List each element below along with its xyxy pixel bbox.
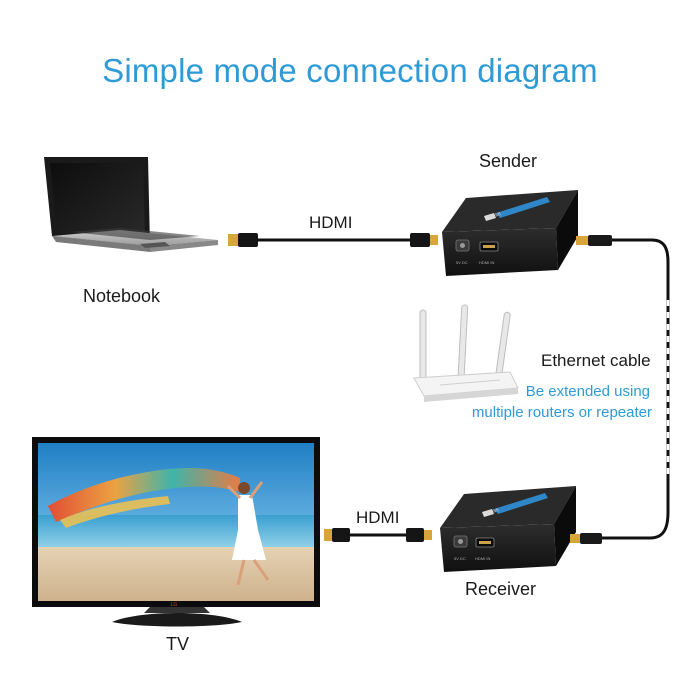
receiver-port-hdmi-label: HDMI IN: [475, 556, 490, 561]
receiver-device: [440, 486, 576, 572]
extension-note-line2: multiple routers or repeater: [471, 404, 652, 421]
ethernet-cable: [570, 235, 670, 544]
hdmi-top-label: HDMI: [309, 213, 353, 232]
hdmi-cable-top: [228, 233, 438, 247]
hdmi-bottom-label: HDMI: [356, 508, 400, 527]
tv-illustration: LG: [32, 437, 320, 627]
receiver-label: Receiver: [465, 579, 537, 599]
diagram-title: Simple mode connection diagram: [102, 52, 598, 89]
sender-label: Sender: [479, 151, 538, 171]
hdmi-cable-bottom: [324, 528, 432, 542]
extension-note-line1: Be extended using: [525, 383, 650, 400]
sender-hdmi-badge: HDMI: [488, 211, 502, 221]
notebook-label: Notebook: [83, 286, 161, 306]
ethernet-cable-label: Ethernet cable: [541, 351, 651, 370]
tv-brand-logo: LG: [171, 602, 178, 608]
sender-device: [442, 190, 578, 276]
sender-port-hdmi-label: HDMI IN: [479, 260, 494, 265]
sender-port-dc-label: 5V DC: [456, 260, 468, 265]
notebook-illustration: [44, 157, 218, 252]
router-illustration: [413, 304, 519, 402]
receiver-port-dc-label: 5V DC: [454, 556, 466, 561]
receiver-hdmi-badge: HDMI: [486, 507, 500, 517]
tv-label: TV: [166, 634, 190, 654]
